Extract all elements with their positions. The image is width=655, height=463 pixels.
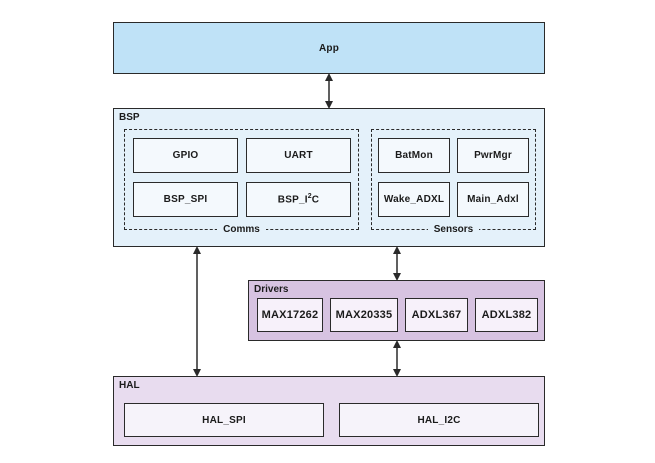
- comms-item-uart: UART: [246, 138, 351, 173]
- sensors-item-batmon: BatMon: [378, 138, 450, 173]
- comms-item-bsp-i2c: BSP_I2C: [246, 182, 351, 217]
- hal-item-spi: HAL_SPI: [124, 403, 324, 437]
- sensors-group: BatMon PwrMgr Wake_ADXL Main_Adxl Sensor…: [371, 129, 536, 235]
- drivers-item-max17262: MAX17262: [257, 298, 323, 332]
- sensors-item-wake-adxl: Wake_ADXL: [378, 182, 450, 217]
- comms-item-label-prefix: BSP_I: [277, 194, 308, 206]
- sensors-item-label: Wake_ADXL: [383, 194, 445, 205]
- comms-title-wrap: Comms: [125, 224, 358, 236]
- drivers-item-label: MAX20335: [335, 309, 393, 321]
- hal-title: HAL: [119, 380, 140, 391]
- sensors-item-main-adxl: Main_Adxl: [457, 182, 529, 217]
- sensors-item-label: Main_Adxl: [467, 194, 519, 205]
- sensors-title: Sensors: [427, 224, 480, 235]
- comms-title: Comms: [217, 224, 266, 235]
- drivers-layer: Drivers MAX17262 MAX20335 ADXL367 ADXL38…: [248, 280, 545, 341]
- comms-group: GPIO UART BSP_SPI BSP_I2C Comms: [124, 129, 359, 235]
- comms-item-label-superscript: 2: [307, 193, 312, 201]
- bsp-title: BSP: [119, 112, 140, 123]
- hal-layer: HAL HAL_SPI HAL_I2C: [113, 376, 545, 446]
- drivers-item-label: ADXL382: [481, 309, 532, 321]
- drivers-item-adxl382: ADXL382: [475, 298, 538, 332]
- sensors-item-label: BatMon: [395, 150, 433, 161]
- app-label: App: [318, 42, 340, 54]
- comms-item-bsp-spi: BSP_SPI: [133, 182, 238, 217]
- comms-item-label-suffix: C: [311, 194, 320, 206]
- comms-item-label: GPIO: [172, 150, 199, 161]
- drivers-item-label: MAX17262: [261, 309, 319, 321]
- drivers-item-adxl367: ADXL367: [405, 298, 468, 332]
- comms-item-gpio: GPIO: [133, 138, 238, 173]
- comms-item-label: UART: [284, 150, 313, 161]
- comms-item-label: BSP_I2C: [278, 193, 319, 205]
- app-layer: App: [113, 22, 545, 74]
- drivers-title: Drivers: [254, 284, 289, 295]
- sensors-title-wrap: Sensors: [372, 224, 535, 236]
- sensors-item-pwrmgr: PwrMgr: [457, 138, 529, 173]
- drivers-item-max20335: MAX20335: [330, 298, 398, 332]
- bsp-layer: BSP GPIO UART BSP_SPI BSP_I2C Comms BatM…: [113, 108, 545, 247]
- hal-item-label: HAL_SPI: [202, 414, 246, 426]
- hal-item-label: HAL_I2C: [417, 414, 461, 426]
- drivers-item-label: ADXL367: [411, 309, 462, 321]
- hal-item-i2c: HAL_I2C: [339, 403, 539, 437]
- sensors-item-label: PwrMgr: [474, 150, 512, 161]
- comms-item-label: BSP_SPI: [163, 194, 208, 205]
